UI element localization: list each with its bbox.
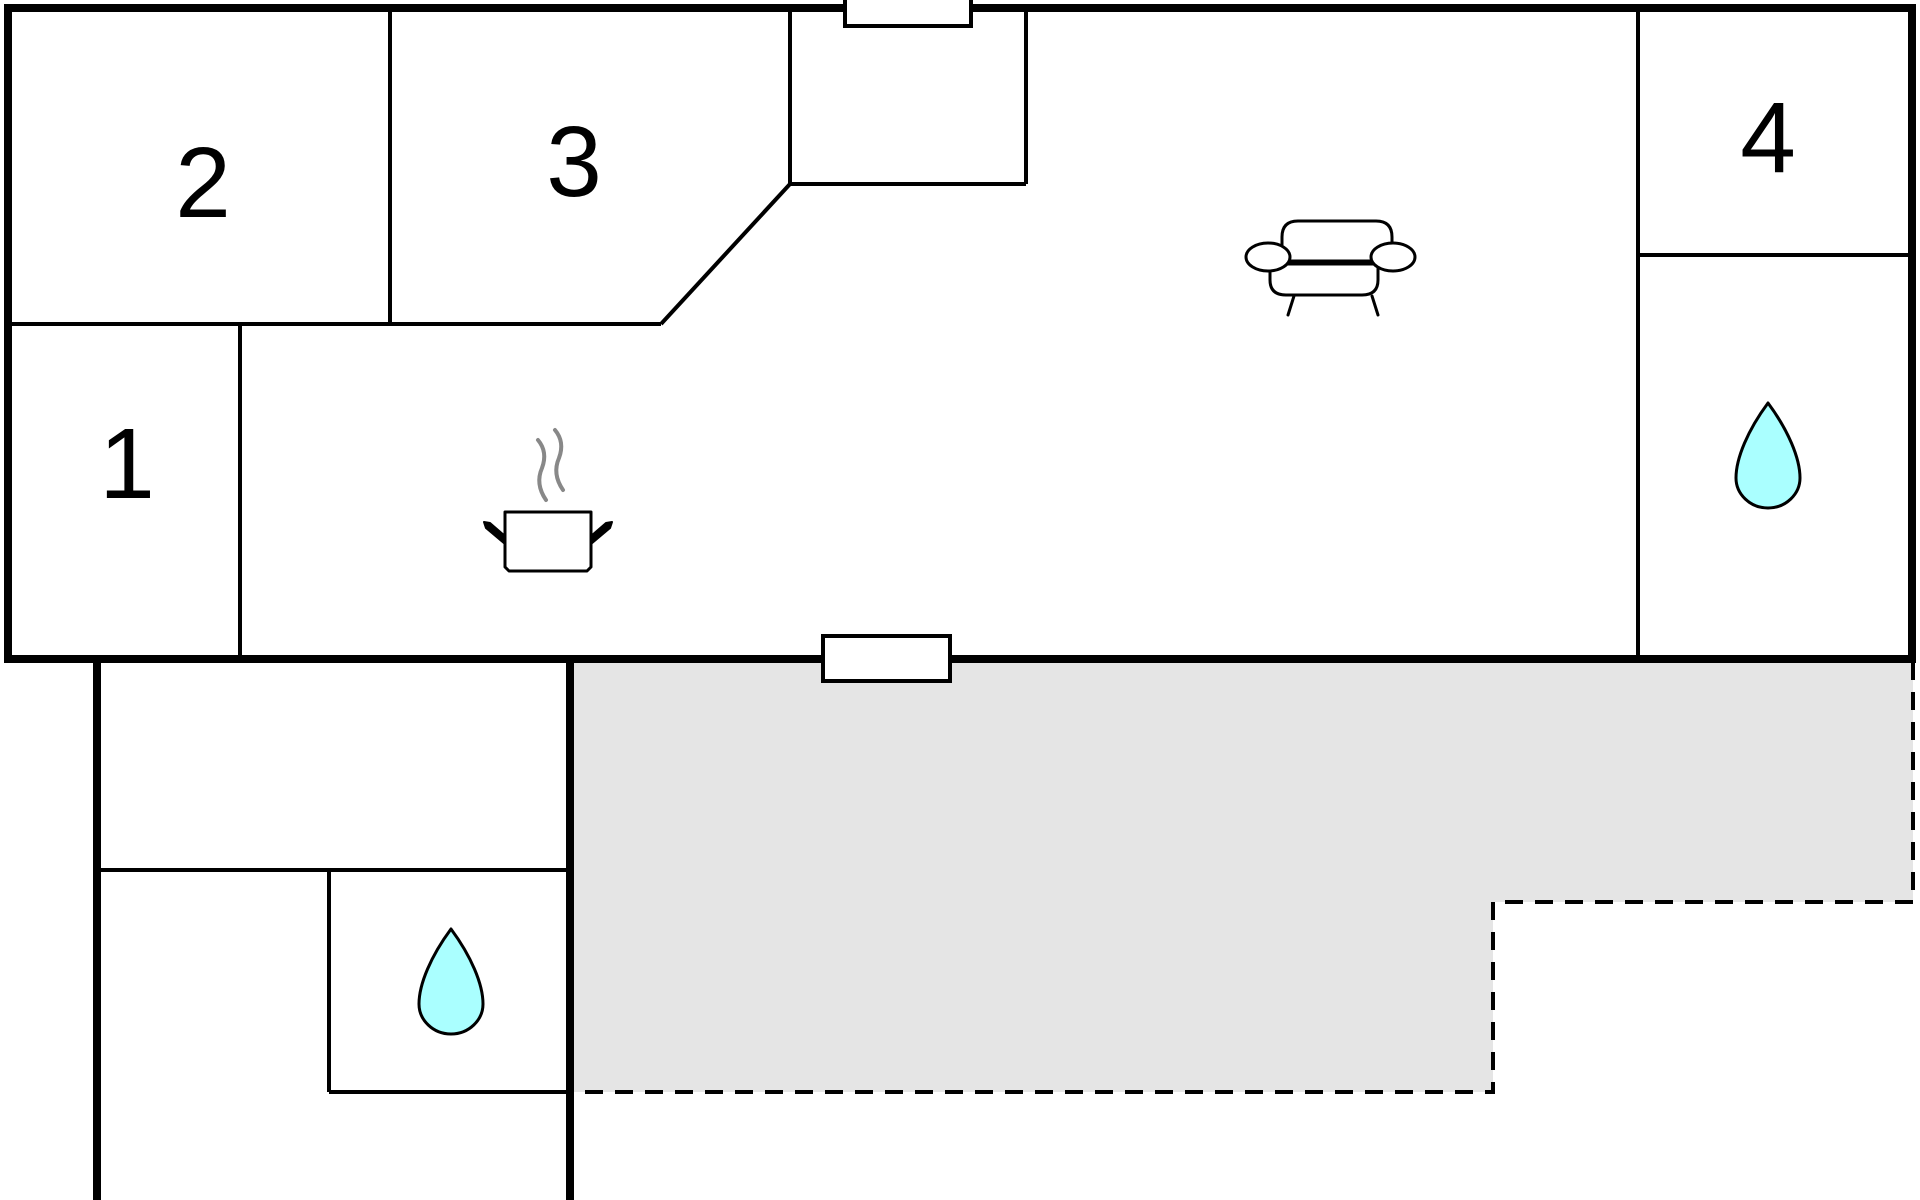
cooking-pot-icon bbox=[483, 428, 613, 573]
room-label-1: 1 bbox=[99, 408, 155, 520]
terrace-dashed-edge bbox=[570, 662, 1915, 1094]
terrace-fill bbox=[570, 662, 1913, 1092]
main-outer-wall bbox=[4, 4, 1916, 663]
sofa-icon bbox=[1244, 219, 1417, 317]
window-terrace bbox=[821, 634, 952, 683]
room-label-2: 2 bbox=[175, 127, 231, 239]
room-label-4: 4 bbox=[1740, 82, 1796, 194]
interior-walls bbox=[8, 8, 1912, 1094]
water-drop-icon bbox=[417, 927, 485, 1036]
wall-hall-diagonal bbox=[659, 182, 792, 326]
window-top bbox=[843, 0, 973, 28]
water-drop-icon bbox=[1734, 401, 1802, 510]
exterior-walls bbox=[4, 4, 1916, 1200]
room-label-3: 3 bbox=[546, 106, 602, 218]
terrace bbox=[570, 662, 1915, 1094]
